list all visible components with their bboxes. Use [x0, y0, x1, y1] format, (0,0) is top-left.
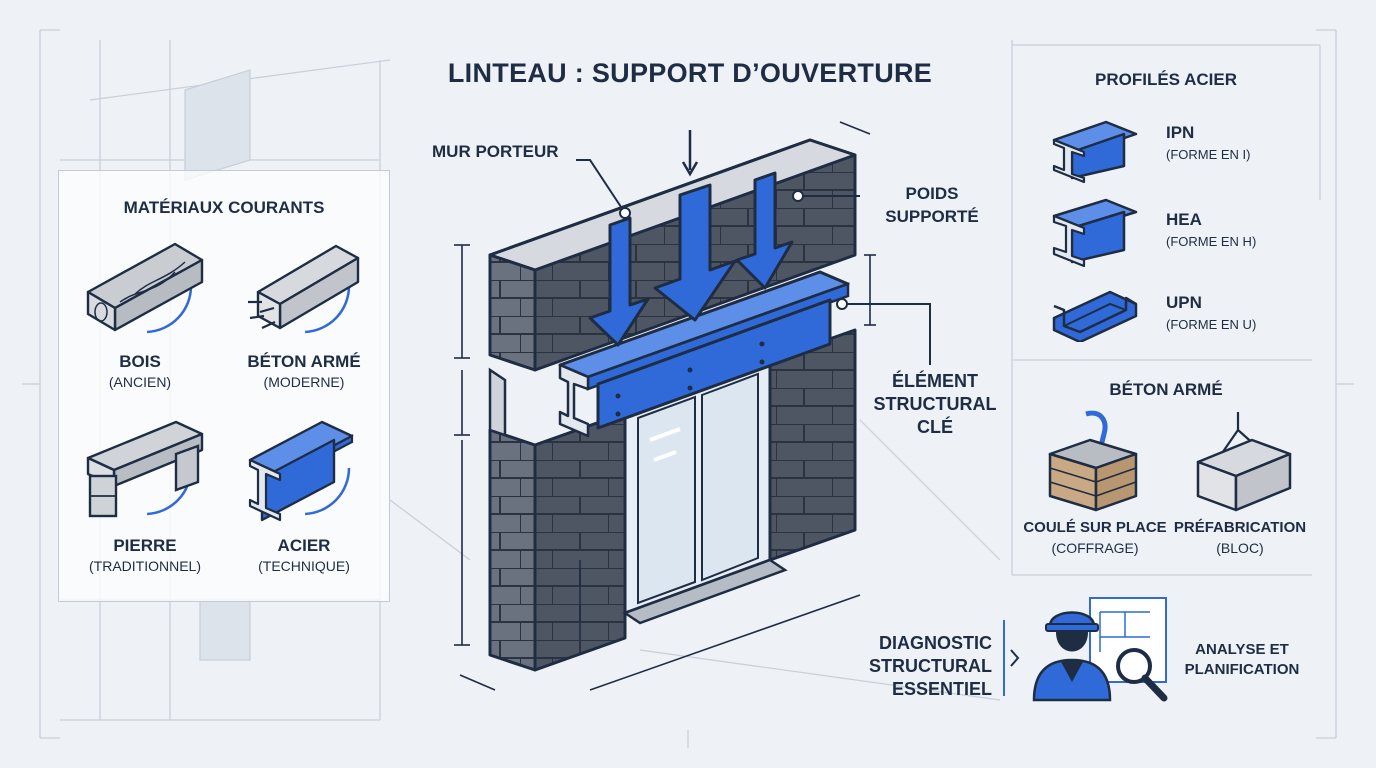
profiles-heading: PROFILÉS ACIER [1095, 70, 1237, 89]
material-name-bois: BOIS [119, 352, 161, 371]
profile-name-hea: HEA [1166, 210, 1202, 229]
analysis-text: ANALYSE ET PLANIFICATION [1172, 640, 1312, 680]
callout-load-line2: SUPPORTÉ [885, 207, 979, 226]
material-note-beton: (MODERNE) [263, 374, 345, 390]
callout-key-line3: CLÉ [917, 417, 953, 437]
page-title: LINTEAU : SUPPORT D’OUVERTURE [447, 58, 933, 88]
concrete-name-precast: PRÉFABRICATION [1173, 519, 1307, 536]
engineer-inspect-icon [1032, 597, 1168, 702]
diagnostic-text: DIAGNOSTIC STRUCTURAL ESSENTIEL [840, 632, 992, 701]
precast-block-icon [1196, 412, 1292, 512]
profile-note-ipn: (FORME EN I) [1166, 147, 1251, 162]
materials-heading: MATÉRIAUX COURANTS [123, 198, 325, 217]
concrete-note-precast: (BLOC) [1216, 540, 1264, 556]
callout-load: POIDS SUPPORTÉ [872, 182, 992, 228]
load-arrows [588, 130, 794, 347]
callout-key-element: ÉLÉMENT STRUCTURAL CLÉ [865, 370, 1005, 439]
materials-panel [58, 170, 390, 602]
analysis-line2: PLANIFICATION [1184, 661, 1300, 678]
steel-beam-icon [248, 420, 354, 522]
profile-note-upn: (FORME EN U) [1166, 317, 1257, 332]
wood-beam-icon [86, 238, 204, 334]
chevron-right-icon [1003, 620, 1020, 696]
callout-key-line1: ÉLÉMENT [891, 371, 978, 391]
lintel-wall-diagram [454, 121, 876, 691]
callout-leaders [576, 159, 931, 365]
profile-note-hea: (FORME EN H) [1166, 234, 1257, 249]
callout-wall: MUR PORTEUR [432, 142, 559, 161]
i-beam-icon [1052, 120, 1138, 184]
u-channel-icon [1052, 290, 1138, 342]
callout-key-line2: STRUCTURAL [873, 394, 997, 414]
profile-name-ipn: IPN [1166, 123, 1195, 142]
material-note-acier: (TECHNIQUE) [258, 558, 350, 574]
callout-load-line1: POIDS [905, 184, 959, 203]
material-note-pierre: (TRADITIONNEL) [89, 558, 201, 574]
diagnostic-line2: STRUCTURAL [869, 656, 992, 676]
material-name-pierre: PIERRE [113, 536, 177, 555]
stone-lintel-icon [86, 420, 204, 518]
diagnostic-line3: ESSENTIEL [891, 679, 992, 699]
material-name-acier: ACIER [277, 536, 331, 555]
material-name-beton: BÉTON ARMÉ [247, 352, 361, 371]
concrete-beam-icon [248, 238, 360, 334]
analysis-line1: ANALYSE ET [1195, 641, 1289, 658]
concrete-name-cast: COULÉ SUR PLACE [1023, 519, 1167, 536]
concrete-note-cast: (COFFRAGE) [1051, 540, 1139, 556]
concrete-heading: BÉTON ARMÉ [1109, 380, 1223, 399]
material-note-bois: (ANCIEN) [108, 374, 172, 390]
h-beam-icon [1052, 198, 1138, 268]
diagnostic-line1: DIAGNOSTIC [878, 633, 992, 653]
profile-name-upn: UPN [1166, 293, 1202, 312]
formwork-pour-icon [1048, 410, 1138, 512]
